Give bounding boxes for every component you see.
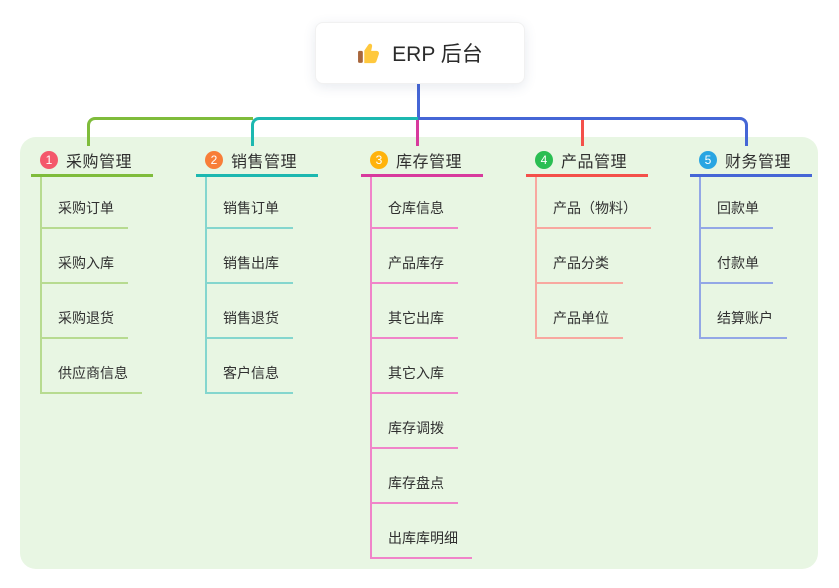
branch-5: 5 财务管理 回款单 付款单 结算账户 — [690, 146, 839, 339]
mindmap-node: 产品（物料） — [526, 177, 651, 229]
mindmap-node: 出库库明细 — [361, 504, 472, 559]
node-label[interactable]: 付款单 — [699, 253, 773, 284]
mindmap-node: 仓库信息 — [361, 177, 472, 229]
mindmap-node: 结算账户 — [690, 284, 787, 339]
branches-background-panel — [20, 137, 818, 569]
branch-2-title: 销售管理 — [231, 154, 298, 171]
branch-4-spine-line — [535, 177, 537, 339]
branch-1: 1 采购管理 采购订单 采购入库 采购退货 供应商信息 — [31, 146, 191, 394]
connector-branch-2 — [251, 117, 418, 146]
node-label[interactable]: 产品单位 — [535, 308, 623, 339]
mindmap-node: 采购退货 — [31, 284, 142, 339]
node-label[interactable]: 销售出库 — [205, 253, 293, 284]
root-title: ERP 后台 — [392, 43, 483, 66]
mindmap-node: 采购订单 — [31, 177, 142, 229]
node-label[interactable]: 结算账户 — [699, 308, 787, 339]
branch-3-number-badge: 3 — [370, 151, 388, 169]
mindmap-node: 客户信息 — [196, 339, 293, 394]
branch-1-spine-line — [40, 177, 42, 394]
mindmap-node: 其它出库 — [361, 284, 472, 339]
branch-2: 2 销售管理 销售订单 销售出库 销售退货 客户信息 — [196, 146, 356, 394]
branch-4-title: 产品管理 — [561, 154, 628, 171]
mindmap-node: 其它入库 — [361, 339, 472, 394]
connector-branch-4 — [581, 120, 584, 146]
mindmap-node: 销售退货 — [196, 284, 293, 339]
branch-3-title: 库存管理 — [396, 154, 463, 171]
connector-branch-5 — [418, 117, 748, 146]
branch-1-title: 采购管理 — [66, 154, 133, 171]
branch-2-number-badge: 2 — [205, 151, 223, 169]
mindmap-node: 库存盘点 — [361, 449, 472, 504]
branch-5-items: 回款单 付款单 结算账户 — [690, 177, 787, 339]
node-label[interactable]: 其它出库 — [370, 308, 458, 339]
node-label[interactable]: 销售退货 — [205, 308, 293, 339]
thumbs-up-icon — [357, 41, 382, 66]
mindmap-node: 回款单 — [690, 177, 787, 229]
mindmap-node: 供应商信息 — [31, 339, 142, 394]
mindmap-node: 产品单位 — [526, 284, 651, 339]
branch-5-spine-line — [699, 177, 701, 339]
branch-1-number-badge: 1 — [40, 151, 58, 169]
root-stem-line — [417, 82, 420, 119]
node-label[interactable]: 回款单 — [699, 198, 773, 229]
mindmap-node: 产品分类 — [526, 229, 651, 284]
branch-5-title: 财务管理 — [725, 154, 792, 171]
node-label[interactable]: 产品库存 — [370, 253, 458, 284]
branch-4: 4 产品管理 产品（物料） 产品分类 产品单位 — [526, 146, 686, 339]
branch-4-header[interactable]: 4 产品管理 — [526, 146, 648, 177]
branch-5-number-badge: 5 — [699, 151, 717, 169]
node-label[interactable]: 产品分类 — [535, 253, 623, 284]
node-label[interactable]: 采购退货 — [40, 308, 128, 339]
branch-2-items: 销售订单 销售出库 销售退货 客户信息 — [196, 177, 293, 394]
branch-4-items: 产品（物料） 产品分类 产品单位 — [526, 177, 651, 339]
branch-5-header[interactable]: 5 财务管理 — [690, 146, 812, 177]
node-label[interactable]: 采购入库 — [40, 253, 128, 284]
mindmap-node: 采购入库 — [31, 229, 142, 284]
node-label[interactable]: 销售订单 — [205, 198, 293, 229]
root-node[interactable]: ERP 后台 — [315, 22, 525, 84]
mindmap-node: 销售订单 — [196, 177, 293, 229]
node-label[interactable]: 仓库信息 — [370, 198, 458, 229]
node-label[interactable]: 产品（物料） — [535, 198, 651, 229]
branch-2-spine-line — [205, 177, 207, 394]
node-label[interactable]: 客户信息 — [205, 363, 293, 394]
connector-branch-1 — [87, 117, 253, 146]
node-label[interactable]: 出库库明细 — [370, 528, 472, 559]
node-label[interactable]: 供应商信息 — [40, 363, 142, 394]
node-label[interactable]: 其它入库 — [370, 363, 458, 394]
branch-4-number-badge: 4 — [535, 151, 553, 169]
branch-3-items: 仓库信息 产品库存 其它出库 其它入库 库存调拨 库存盘点 出库库明细 — [361, 177, 472, 559]
node-label[interactable]: 库存调拨 — [370, 418, 458, 449]
node-label[interactable]: 库存盘点 — [370, 473, 458, 504]
node-label[interactable]: 采购订单 — [40, 198, 128, 229]
connector-branch-3 — [416, 120, 419, 146]
branch-1-header[interactable]: 1 采购管理 — [31, 146, 153, 177]
branch-3: 3 库存管理 仓库信息 产品库存 其它出库 其它入库 库存调拨 库存盘点 出库库… — [361, 146, 521, 559]
branch-3-header[interactable]: 3 库存管理 — [361, 146, 483, 177]
branch-1-items: 采购订单 采购入库 采购退货 供应商信息 — [31, 177, 142, 394]
branch-2-header[interactable]: 2 销售管理 — [196, 146, 318, 177]
branch-3-spine-line — [370, 177, 372, 559]
mindmap-node: 库存调拨 — [361, 394, 472, 449]
mindmap-node: 销售出库 — [196, 229, 293, 284]
mindmap-node: 付款单 — [690, 229, 787, 284]
mindmap-node: 产品库存 — [361, 229, 472, 284]
